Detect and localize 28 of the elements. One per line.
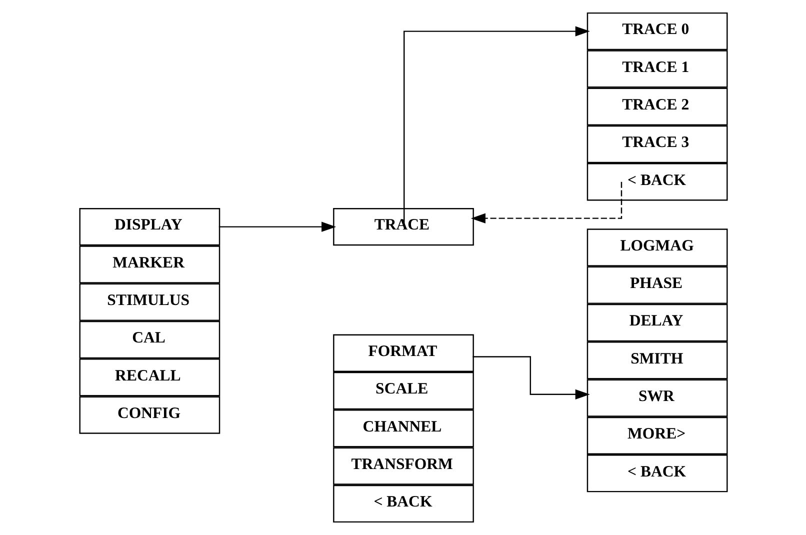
node-box: TRANSFORM xyxy=(332,447,474,485)
node-box: MORE> xyxy=(586,416,728,455)
node-box: TRACE 0 xyxy=(586,12,728,50)
node-box: DELAY xyxy=(586,304,728,342)
node-box: SMITH xyxy=(586,342,728,380)
node-box: TRACE 1 xyxy=(586,50,728,88)
node-box: CHANNEL xyxy=(332,410,474,448)
node-box: CONFIG xyxy=(78,396,220,434)
arrow xyxy=(470,182,622,224)
node-box: PHASE xyxy=(586,266,728,304)
node-box: TRACE xyxy=(332,208,474,246)
node-box: < BACK xyxy=(586,163,728,201)
node-box: DISPLAY xyxy=(78,208,220,246)
node-box: TRACE 3 xyxy=(586,125,728,164)
node-box: SWR xyxy=(586,379,728,417)
node-box: RECALL xyxy=(78,358,220,396)
node-box: MARKER xyxy=(78,246,220,284)
node-box: SCALE xyxy=(332,372,474,410)
arrow xyxy=(472,356,590,400)
node-box: TRACE 2 xyxy=(586,88,728,126)
node-box: FORMAT xyxy=(332,334,474,372)
node-box: < BACK xyxy=(332,484,474,523)
node-box: LOGMAG xyxy=(586,228,728,266)
node-box: CAL xyxy=(78,320,220,359)
node-box: STIMULUS xyxy=(78,283,220,321)
node-box: < BACK xyxy=(586,454,728,492)
arrow xyxy=(403,26,590,227)
arrow xyxy=(218,222,336,232)
